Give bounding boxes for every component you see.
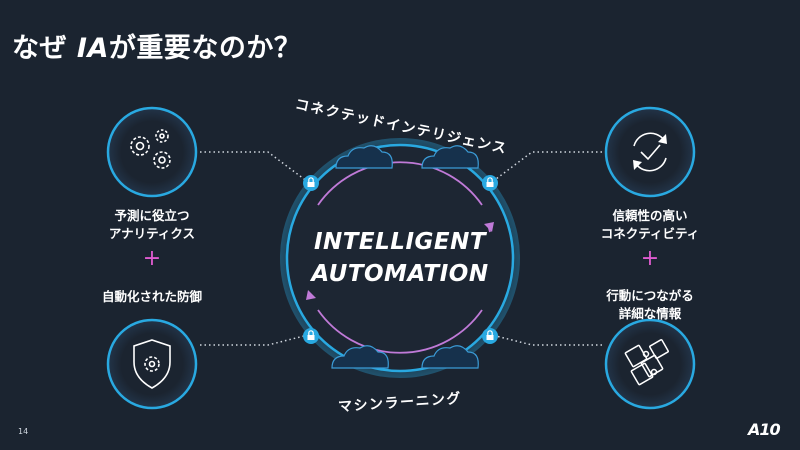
- cloud-icon-top-left: [335, 145, 393, 169]
- node-analytics: [106, 106, 198, 198]
- shield-gear-icon: [133, 339, 171, 389]
- label-reliable-connectivity: 信頼性の高い コネクティビティ: [600, 208, 700, 241]
- center-line-1: INTELLIGENT: [313, 229, 487, 255]
- side-nodes: [106, 106, 696, 410]
- gears-icon: [130, 129, 171, 169]
- lock-icons: [303, 175, 498, 344]
- node-connectivity: [604, 106, 696, 198]
- puzzle-icon: [624, 339, 669, 386]
- lock-icon: [303, 328, 319, 344]
- lock-icon: [482, 175, 498, 191]
- a10-logo: A10: [748, 420, 781, 439]
- cloud-icons: [331, 145, 479, 369]
- cloud-icon-bottom-left: [331, 345, 389, 369]
- label-predictive-analytics: 予測に役立つ アナリティクス: [108, 208, 196, 241]
- plus-right: +: [640, 246, 660, 271]
- plus-left: +: [142, 246, 162, 271]
- connector-lines: [200, 151, 602, 346]
- center-ring: [285, 143, 515, 373]
- cloud-icon-top-right: [421, 145, 479, 169]
- refresh-check-icon: [633, 132, 667, 172]
- label-actionable-insights: 行動につながる 詳細な情報: [606, 288, 694, 321]
- cloud-icon-bottom-right: [421, 345, 479, 369]
- center-line-2: AUTOMATION: [311, 261, 489, 287]
- label-automated-defense: 自動化された防御: [101, 289, 202, 304]
- arrow-head-right: [484, 222, 494, 232]
- page-number: 14: [18, 427, 29, 436]
- lock-icon: [303, 175, 319, 191]
- node-defense: [106, 318, 198, 410]
- page-title: なぜ IAが重要なのか？: [12, 33, 302, 64]
- node-insights: [604, 318, 696, 410]
- lock-icon: [482, 328, 498, 344]
- center-title: INTELLIGENT AUTOMATION: [290, 226, 510, 290]
- arrow-head-left: [306, 290, 316, 300]
